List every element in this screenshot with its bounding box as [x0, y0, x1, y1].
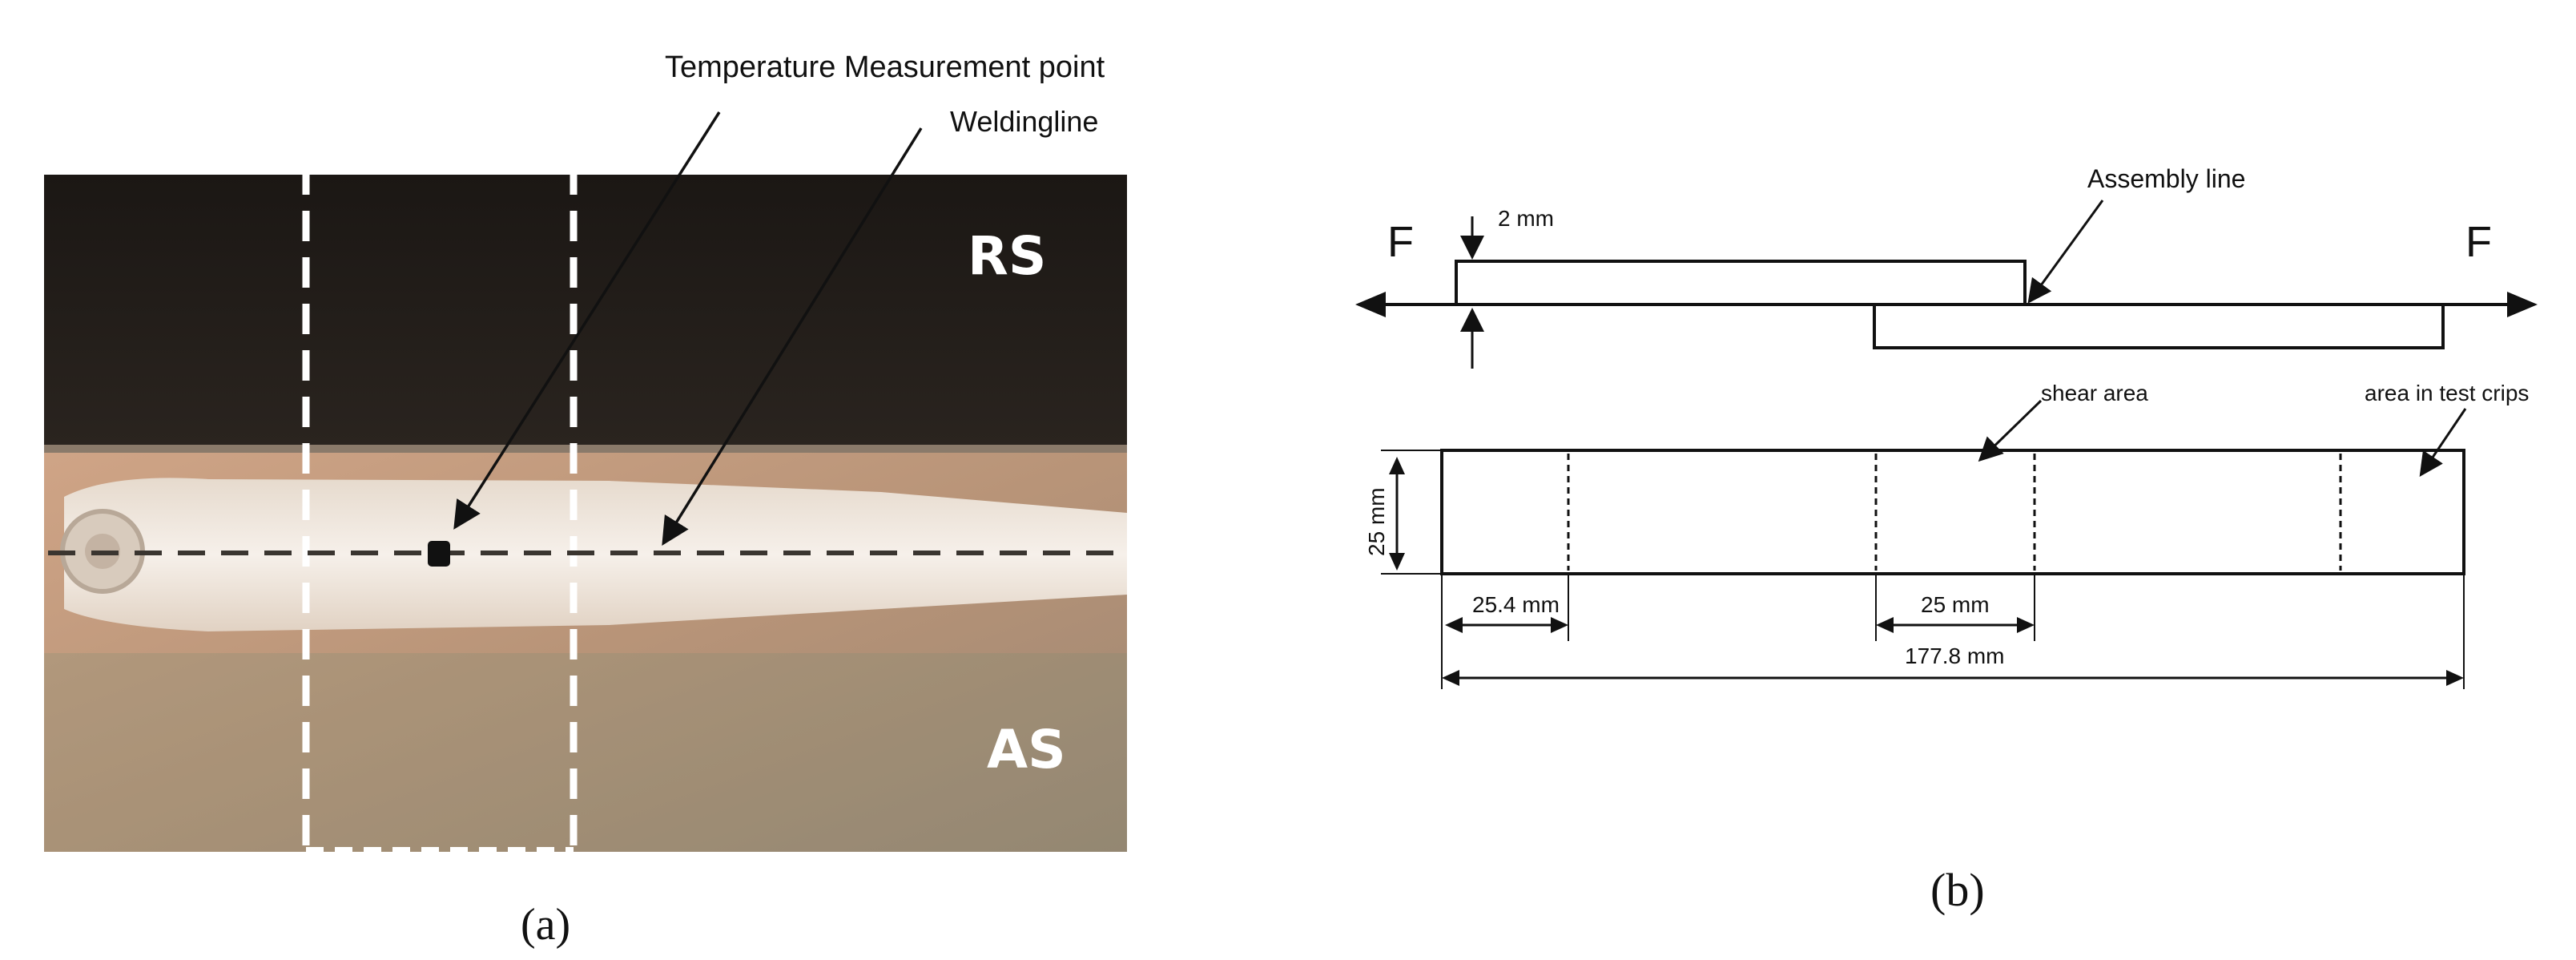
temp-point-leader	[453, 111, 721, 530]
weld-bead	[64, 478, 1127, 631]
rs-label: RS	[968, 225, 1046, 287]
assembly-line-label: Assembly line	[2087, 164, 2245, 193]
top-plate-rs	[44, 175, 1127, 449]
total-length-label: 177.8 mm	[1905, 643, 2005, 668]
force-left-label: F	[1387, 218, 1414, 266]
specimen-top-view	[1440, 449, 2465, 575]
panel-b-labels: F F 2 mm Assembly line shear area area i…	[1364, 164, 2529, 916]
force-right-label: F	[2465, 218, 2492, 266]
weld-photo: RS AS	[44, 164, 1127, 853]
caption-b: (b)	[1930, 864, 1985, 916]
grip-area-label: area in test crips	[2365, 381, 2529, 405]
force-arrow-right	[2507, 292, 2538, 317]
grip-length-label: 25.4 mm	[1472, 592, 1560, 617]
caption-a: (a)	[521, 900, 570, 950]
assembly-leader	[2027, 200, 2104, 304]
upper-strip	[1455, 260, 2027, 306]
weld-line-leader	[662, 127, 923, 546]
force-arrow-left	[1355, 292, 1386, 317]
overlap-length-label: 25 mm	[1921, 592, 1990, 617]
welding-line-label: Weldingline	[950, 105, 1098, 138]
panel-a: RS AS Temperature Measurement point Weld…	[44, 50, 1127, 950]
grip-area-leader	[2419, 408, 2467, 477]
measurement-point	[428, 541, 450, 567]
shear-area-leader	[1978, 399, 2043, 462]
bottom-plate-shade	[44, 653, 1127, 852]
as-label: AS	[987, 719, 1066, 781]
lower-strip	[1873, 303, 2445, 349]
thickness-label: 2 mm	[1498, 206, 1554, 231]
panel-b	[1355, 200, 2538, 689]
shear-area-label: shear area	[2041, 381, 2148, 405]
width-label: 25 mm	[1364, 487, 1389, 556]
plate-seam	[44, 445, 1127, 454]
temperature-point-label: Temperature Measurement point	[665, 50, 1105, 84]
